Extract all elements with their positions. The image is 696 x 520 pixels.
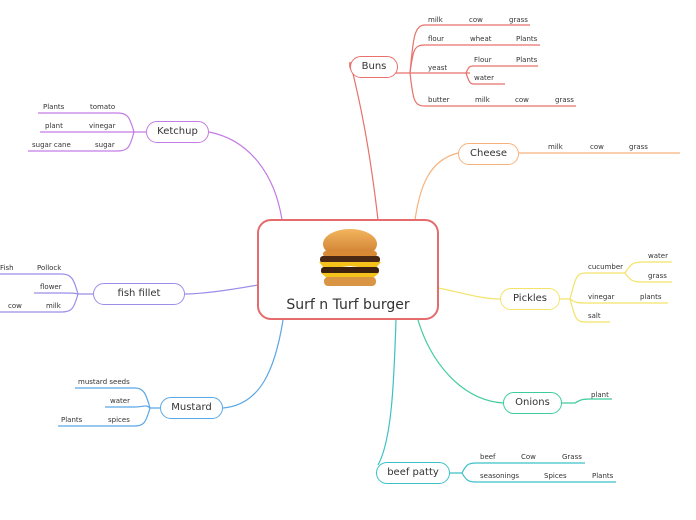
node-fish-fillet[interactable]: fish fillet <box>93 283 185 305</box>
pickles-connectors <box>437 261 672 323</box>
node-buns[interactable]: Buns <box>350 56 398 78</box>
leaf-pickles-cucumber[interactable]: cucumber <box>588 263 624 271</box>
burger-icon <box>319 229 381 286</box>
leaf-cheese-cow[interactable]: cow <box>590 143 604 151</box>
leaf-buns-cow[interactable]: cow <box>469 16 483 24</box>
leaf-patty-beef[interactable]: beef <box>480 453 496 461</box>
leaf-buns-yeast-flour[interactable]: Flour <box>474 56 492 64</box>
mustard-connectors <box>58 319 284 427</box>
leaf-buns-grass[interactable]: grass <box>509 16 528 24</box>
leaf-pickles-salt[interactable]: salt <box>588 312 601 320</box>
leaf-buns-yeast-water[interactable]: water <box>474 74 494 82</box>
leaf-pickles-plants[interactable]: plants <box>640 293 662 301</box>
leaf-mustard-plants[interactable]: Plants <box>61 416 83 424</box>
leaf-buns-butter[interactable]: butter <box>428 96 450 104</box>
node-pickles[interactable]: Pickles <box>500 288 560 310</box>
leaf-fish-fish[interactable]: Fish <box>0 264 14 272</box>
leaf-buns-wheat[interactable]: wheat <box>470 35 492 43</box>
leaf-patty-cow[interactable]: Cow <box>521 453 536 461</box>
leaf-fish-milk[interactable]: milk <box>46 302 61 310</box>
leaf-fish-pollock[interactable]: Pollock <box>37 264 62 272</box>
node-beef-patty[interactable]: beef patty <box>376 462 450 484</box>
leaf-buns-butter-milk[interactable]: milk <box>475 96 490 104</box>
leaf-mustard-spices[interactable]: spices <box>108 416 130 424</box>
node-onions[interactable]: Onions <box>503 392 562 414</box>
leaf-mustard-water[interactable]: water <box>110 397 130 405</box>
leaf-ketchup-plants[interactable]: Plants <box>43 103 65 111</box>
leaf-buns-butter-cow[interactable]: cow <box>515 96 529 104</box>
node-cheese[interactable]: Cheese <box>458 143 519 165</box>
cheese-connectors <box>414 152 680 221</box>
leaf-pickles-water[interactable]: water <box>648 252 668 260</box>
leaf-patty-spices[interactable]: Spices <box>544 472 567 480</box>
leaf-ketchup-plant[interactable]: plant <box>45 122 63 130</box>
leaf-buns-yeast-plants[interactable]: Plants <box>516 56 538 64</box>
leaf-buns-butter-grass[interactable]: grass <box>555 96 574 104</box>
leaf-patty-grass[interactable]: Grass <box>562 453 582 461</box>
leaf-fish-cow[interactable]: cow <box>8 302 22 310</box>
leaf-pickles-vinegar[interactable]: vinegar <box>588 293 615 301</box>
leaf-ketchup-tomato[interactable]: tomato <box>90 103 116 111</box>
buns-connectors <box>349 24 576 221</box>
leaf-buns-plants[interactable]: Plants <box>516 35 538 43</box>
node-mustard[interactable]: Mustard <box>160 397 223 419</box>
leaf-patty-plants[interactable]: Plants <box>592 472 614 480</box>
leaf-buns-milk[interactable]: milk <box>428 16 443 24</box>
leaf-ketchup-sugar[interactable]: sugar <box>95 141 115 149</box>
leaf-cheese-grass[interactable]: grass <box>629 143 648 151</box>
leaf-onions-plant[interactable]: plant <box>591 391 609 399</box>
leaf-fish-flower[interactable]: flower <box>40 283 62 291</box>
leaf-cheese-milk[interactable]: milk <box>548 143 563 151</box>
patty-connectors <box>377 319 616 483</box>
leaf-ketchup-vinegar[interactable]: vinegar <box>89 122 116 130</box>
root-node[interactable]: Surf n Turf burger <box>257 219 439 320</box>
leaf-mustard-seeds[interactable]: mustard seeds <box>78 378 130 386</box>
root-title: Surf n Turf burger <box>286 297 410 313</box>
leaf-buns-flour[interactable]: flour <box>428 35 445 43</box>
leaf-patty-seasonings[interactable]: seasonings <box>480 472 520 480</box>
node-ketchup[interactable]: Ketchup <box>146 121 209 143</box>
leaf-ketchup-sugar-cane[interactable]: sugar cane <box>32 141 71 149</box>
leaf-buns-yeast[interactable]: yeast <box>428 64 448 72</box>
onions-connectors <box>417 319 612 404</box>
ketchup-connectors <box>28 112 283 221</box>
fish-connectors <box>0 273 259 313</box>
leaf-pickles-grass[interactable]: grass <box>648 272 667 280</box>
